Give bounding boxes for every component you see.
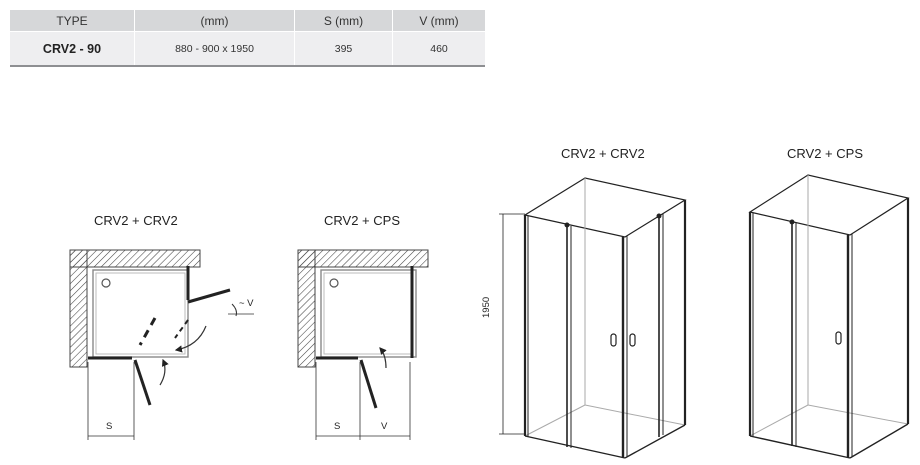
hinge-dot <box>789 219 795 225</box>
wall-hatch <box>69 249 88 368</box>
elevation1-caption: CRV2 + CRV2 <box>561 146 645 161</box>
cabin-back-edge <box>749 404 809 437</box>
plan1-caption: CRV2 + CRV2 <box>94 213 178 228</box>
cell-s: 395 <box>295 32 393 65</box>
cabin-top <box>748 174 910 236</box>
table-row: CRV2 - 90 880 - 900 x 1950 395 460 <box>10 32 485 67</box>
header-s: S (mm) <box>295 10 393 31</box>
door-leaf-open <box>187 288 231 304</box>
door-leaf-dashed <box>138 317 157 346</box>
door-leaf-open <box>133 359 152 406</box>
handle-icon <box>835 331 842 345</box>
shower-tray <box>320 269 417 358</box>
cell-v: 460 <box>430 42 448 55</box>
shower-tray-inner <box>95 272 186 355</box>
drain-icon <box>101 278 111 288</box>
wall-hatch <box>297 249 429 268</box>
spec-table: TYPE (mm) S (mm) V (mm) CRV2 - 90 880 - … <box>10 10 485 67</box>
dimension-label-v: V <box>381 421 388 432</box>
drain-icon <box>329 278 339 288</box>
handle-icon <box>610 333 617 347</box>
elevation-crv2-cps <box>748 174 910 459</box>
swing-arc <box>231 303 237 317</box>
elevation2-caption: CRV2 + CPS <box>787 146 863 161</box>
shower-tray <box>92 269 189 358</box>
header-v: V (mm) <box>419 13 459 28</box>
plan-crv2-cps <box>297 249 429 440</box>
table-header-row: TYPE (mm) S (mm) V (mm) <box>10 10 485 31</box>
door-leaf-open <box>359 359 378 409</box>
hinge-dot <box>564 222 570 228</box>
hinge-dot <box>656 213 662 219</box>
cabin-top <box>523 177 687 238</box>
height-label: 1950 <box>481 296 492 318</box>
swing-arc <box>379 347 387 369</box>
cell-size: 880 - 900 x 1950 <box>135 32 295 65</box>
header-type: TYPE <box>10 10 135 31</box>
cabin-bottom <box>749 435 851 459</box>
header-size: (mm) <box>135 10 295 31</box>
cabin-back-edge <box>584 404 686 426</box>
handle-icon <box>629 333 636 347</box>
cabin-back-edge <box>524 404 586 437</box>
dimension-label-s: S <box>334 421 341 432</box>
plan2-caption: CRV2 + CPS <box>324 213 400 228</box>
cabin-bottom <box>624 424 686 459</box>
wall-hatch <box>69 249 201 268</box>
door-leaf-dashed <box>174 319 189 339</box>
cabin-bottom <box>849 423 909 459</box>
cell-type: CRV2 - 90 <box>10 32 135 65</box>
plan-crv2-crv2 <box>69 249 254 440</box>
cabin-back-edge <box>807 404 909 425</box>
dimension-label-s: S <box>106 421 113 432</box>
swing-arc <box>159 358 169 386</box>
swing-angle-label: ~ V <box>239 298 254 309</box>
wall-hatch <box>297 249 316 368</box>
elevation-crv2-crv2 <box>499 177 687 459</box>
cabin-bottom <box>524 435 626 459</box>
swing-arc <box>174 325 207 353</box>
